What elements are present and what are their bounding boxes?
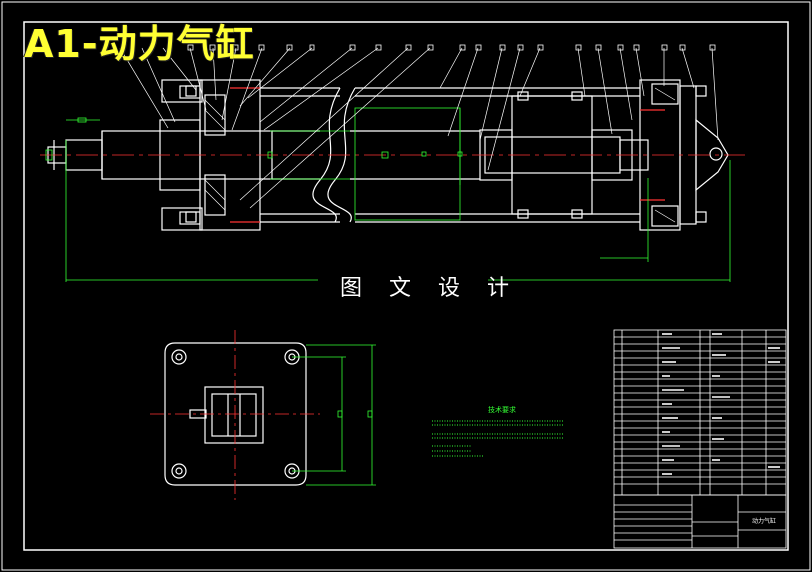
requirements-title: 技术要求 — [488, 406, 516, 414]
end-view-centerlines — [150, 330, 320, 500]
parts-list-text-marks — [662, 333, 780, 475]
inner-border — [23, 21, 789, 551]
clevis-pin-hole — [709, 147, 723, 161]
leader-lines — [119, 47, 719, 209]
parts-list-table — [613, 329, 787, 496]
drawing-title: A1-动力气缸 — [24, 22, 255, 66]
dimension-lines — [45, 107, 731, 282]
title-block-name: 动力气缸 — [752, 518, 777, 525]
part-balloons — [187, 44, 716, 51]
bolt-head-tl — [171, 349, 187, 365]
section-hatching — [204, 87, 676, 223]
cylinder-end-view — [164, 342, 307, 486]
technical-requirements — [432, 420, 564, 457]
end-view-dimensions — [292, 344, 376, 486]
drawing-caption: 图 文 设 计 — [340, 276, 519, 301]
bolt-head-bl — [171, 463, 187, 479]
seal-details — [230, 87, 665, 223]
break-line — [312, 87, 341, 223]
title-block — [613, 494, 787, 549]
